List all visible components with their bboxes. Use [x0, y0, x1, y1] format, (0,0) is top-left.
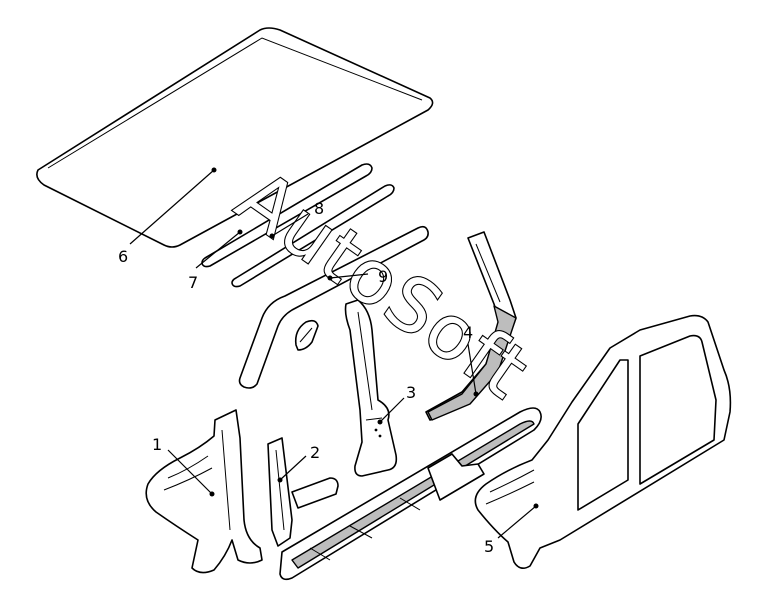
- roof-panel: [36, 27, 434, 248]
- body-side-outer: [474, 314, 732, 570]
- front-side-panel: [145, 409, 263, 574]
- small-bracket: [294, 319, 319, 351]
- callout-2: 2: [310, 443, 320, 462]
- b-pillar: [344, 299, 398, 477]
- callout-9: 9: [378, 267, 388, 286]
- callout-7: 7: [188, 273, 198, 292]
- rear-inner-pillar: [425, 231, 517, 421]
- sill-bar-short: [291, 477, 339, 509]
- leader-lines: [129, 167, 539, 539]
- pillar-reinforcement: [267, 437, 293, 547]
- callout-3: 3: [406, 383, 416, 402]
- rocker-sill: [279, 407, 542, 581]
- roof-side-rail: [238, 225, 429, 389]
- roof-strip-upper: [201, 163, 373, 268]
- roof-strip-middle: [231, 184, 395, 288]
- callout-4: 4: [463, 323, 473, 342]
- callout-5: 5: [484, 537, 494, 556]
- callout-6: 6: [118, 247, 128, 266]
- callout-8: 8: [314, 199, 324, 218]
- callout-1: 1: [152, 435, 162, 454]
